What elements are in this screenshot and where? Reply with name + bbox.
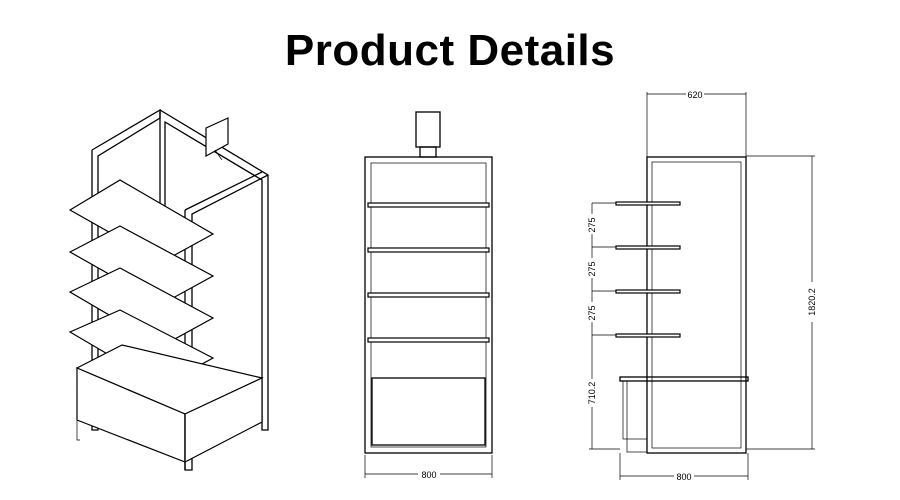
shelf-spacing-label: 275 — [587, 217, 597, 232]
base-height-label: 710.2 — [587, 382, 597, 405]
isometric-view — [68, 108, 269, 471]
height-label: 1820.2 — [807, 288, 817, 316]
side-width-label: 800 — [676, 472, 691, 482]
shelf-spacing-label: 275 — [587, 305, 597, 320]
side-view: 620 1820.2 275 275 275 710.2 — [586, 90, 817, 482]
shelf-spacing-label: 275 — [587, 261, 597, 276]
depth-label: 620 — [687, 90, 702, 100]
front-width-label: 800 — [421, 470, 436, 480]
page-title: Product Details — [284, 26, 616, 75]
front-view: 800 — [364, 111, 493, 480]
